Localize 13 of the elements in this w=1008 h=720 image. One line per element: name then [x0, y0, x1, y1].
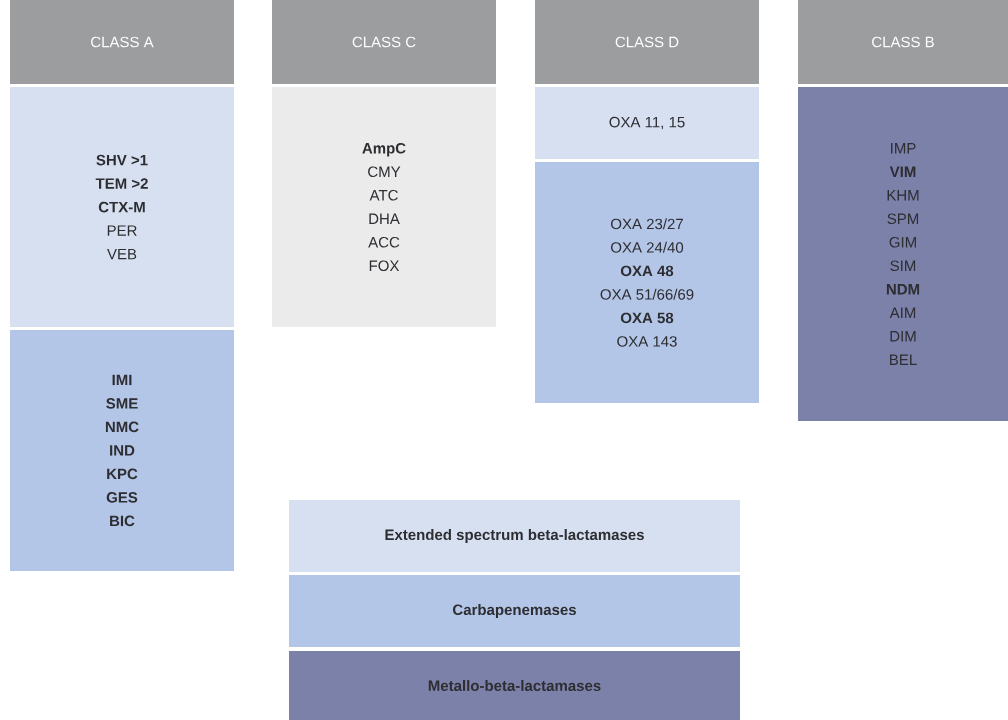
class-box: IMI SME NMC IND KPC GES BIC — [10, 330, 234, 571]
legend-band: Carbapenemases — [289, 575, 740, 647]
class-box: OXA 23/27 OXA 24/40 OXA 48 OXA 51/66/69 OXA 58 OXA 143 — [535, 162, 759, 403]
class-box: OXA 11, 15 — [535, 87, 759, 159]
class-header: CLASS A — [10, 0, 234, 84]
legend-band: Metallo-beta-lactamases — [289, 651, 740, 720]
legend-band: Extended spectrum beta-lactamases — [289, 500, 740, 572]
class-box: AmpC CMY ATC DHA ACC FOX — [272, 87, 496, 327]
class-box: IMP VIM KHM SPM GIM SIM NDM AIM DIM BEL — [798, 87, 1008, 421]
class-header: CLASS B — [798, 0, 1008, 84]
class-box: SHV >1 TEM >2 CTX-M PER VEB — [10, 87, 234, 327]
class-header: CLASS D — [535, 0, 759, 84]
class-header: CLASS C — [272, 0, 496, 84]
